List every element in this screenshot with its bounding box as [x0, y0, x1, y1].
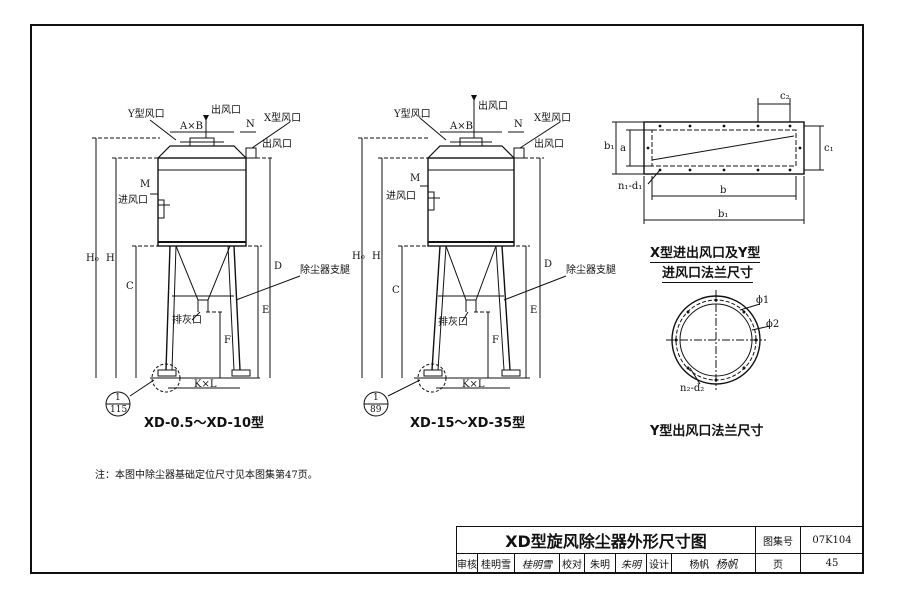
left-x-port-label: X型风口	[264, 113, 302, 124]
left-axb-label: A×B	[180, 121, 203, 132]
round-nd-label: n₂-d₂	[680, 383, 705, 394]
left-y-port-label: Y型风口	[128, 109, 165, 120]
rect-flange	[612, 98, 824, 224]
left-detail-top: 1	[115, 393, 121, 403]
designer-signature: 杨帆	[715, 557, 738, 571]
mid-detail-bottom: 89	[370, 405, 382, 415]
mid-x-port-label: X型风口	[534, 113, 572, 124]
left-h0-label: H₀	[86, 253, 99, 264]
mid-h0-label: H₀	[352, 251, 365, 262]
page-label: 页	[755, 553, 801, 574]
round-phi2-label: ϕ2	[766, 319, 780, 330]
left-inlet-label: 进风口	[118, 195, 148, 206]
title-block: XD型旋风除尘器外形尺寸图 图集号 07K104 审核 桂明雪 桂明雪 校对 朱…	[456, 526, 864, 574]
rect-b1-label: b₁	[718, 209, 729, 220]
mid-caption: XD-15～XD-35型	[410, 416, 526, 431]
designer-name: 杨帆 杨帆	[671, 553, 756, 574]
mid-top-port-label: 出风口	[478, 101, 508, 112]
left-ash-label: 排灰口	[172, 315, 202, 326]
rect-caption-line2: 进风口法兰尺寸	[662, 262, 754, 283]
left-outlet-label: 出风口	[262, 139, 292, 150]
mid-support-label: 除尘器支腿	[566, 265, 616, 276]
rect-b-label: b	[720, 185, 727, 196]
rect-caption-line1: X型进出风口及Y型	[650, 242, 761, 263]
page-number: 45	[800, 553, 864, 574]
rect-c2-label: c₂	[780, 91, 790, 102]
mid-m-label: M	[410, 173, 421, 184]
mid-ash-label: 排灰口	[438, 317, 468, 328]
mid-kxl-label: K×L	[462, 379, 485, 390]
round-caption: Y型出风口法兰尺寸	[650, 424, 764, 439]
checker-name: 朱明	[584, 553, 616, 574]
left-detail-bottom: 115	[110, 405, 128, 415]
drawing-title: XD型旋风除尘器外形尺寸图	[456, 526, 756, 554]
left-caption: XD-0.5～XD-10型	[144, 416, 265, 431]
left-kxl-label: K×L	[194, 379, 217, 390]
left-e-label: E	[262, 305, 270, 316]
left-support-label: 除尘器支腿	[300, 265, 350, 276]
drawing-note: 注：本图中除尘器基础定位尺寸见本图集第47页。	[95, 470, 318, 481]
left-n-label: N	[246, 119, 255, 130]
separator-middle	[358, 95, 567, 417]
drawing-frame	[30, 24, 864, 574]
atlas-no-value: 07K104	[800, 526, 864, 554]
atlas-no-label: 图集号	[755, 526, 801, 554]
check-label: 校对	[559, 553, 585, 574]
checker-signature: 朱明	[615, 553, 647, 574]
round-flange	[666, 290, 771, 390]
rect-c1-label: c₁	[824, 143, 834, 154]
left-d-label: D	[274, 261, 283, 272]
rect-b1-side-label: b₁	[604, 141, 615, 152]
mid-n-label: N	[514, 119, 523, 130]
left-top-port-label: 出风口	[211, 105, 241, 116]
rect-nd-label: n₁-d₁	[618, 181, 643, 192]
mid-inlet-label: 进风口	[386, 191, 416, 202]
separator-left	[92, 115, 301, 417]
reviewer-signature: 桂明雪	[514, 553, 560, 574]
mid-y-port-label: Y型风口	[394, 109, 431, 120]
mid-c-label: C	[392, 285, 400, 296]
mid-axb-label: A×B	[450, 121, 473, 132]
design-label: 设计	[646, 553, 672, 574]
mid-h-label: H	[372, 251, 381, 262]
reviewer-name: 桂明雪	[477, 553, 515, 574]
review-label: 审核	[456, 553, 478, 574]
left-h-label: H	[106, 253, 115, 264]
designer-name-text: 杨帆	[689, 559, 710, 571]
rect-a-label: a	[620, 143, 626, 154]
left-c-label: C	[126, 281, 134, 292]
left-f-label: F	[224, 335, 231, 346]
left-m-label: M	[140, 179, 151, 190]
mid-outlet-label: 出风口	[534, 139, 564, 150]
mid-d-label: D	[544, 259, 553, 270]
mid-e-label: E	[530, 305, 538, 316]
mid-detail-top: 1	[373, 393, 379, 403]
round-phi1-label: ϕ1	[756, 295, 770, 306]
mid-f-label: F	[492, 335, 499, 346]
